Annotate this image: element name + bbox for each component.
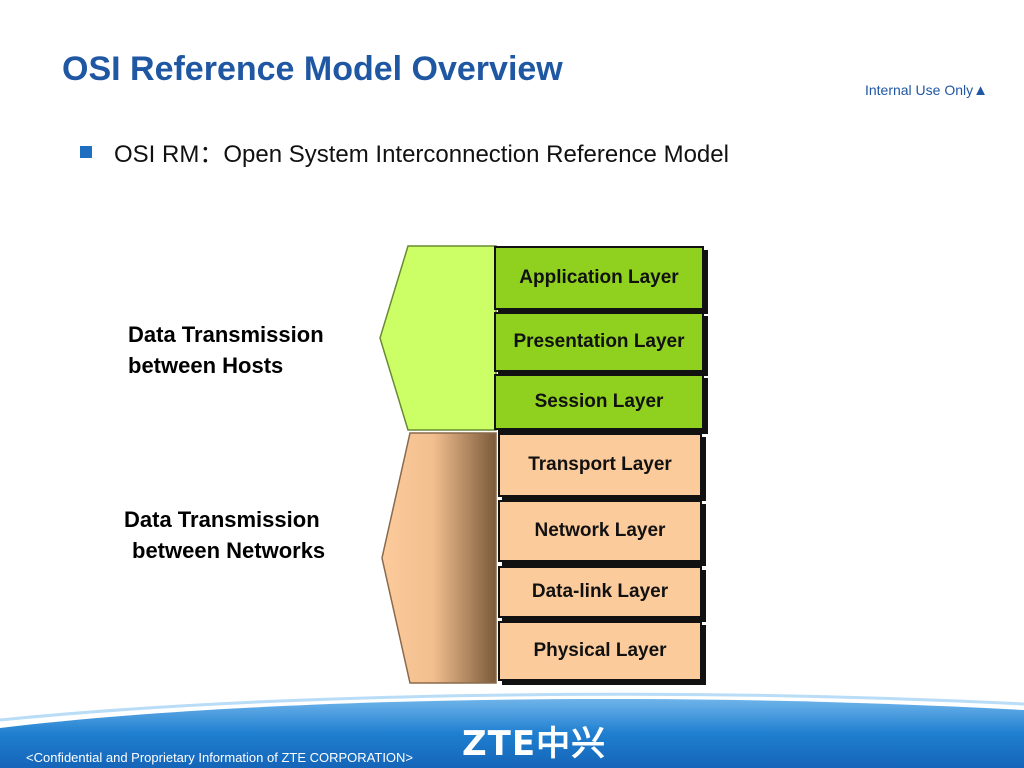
hosts-label-line2: between Hosts	[128, 353, 284, 378]
hosts-bracket	[379, 245, 497, 431]
layer-transport-label: Transport Layer	[528, 454, 672, 475]
layer-presentation-label: Presentation Layer	[513, 331, 685, 352]
layer-physical: Physical Layer	[498, 621, 702, 681]
layer-presentation: Presentation Layer	[494, 312, 704, 372]
networks-bracket	[381, 432, 497, 684]
square-bullet-icon	[80, 145, 92, 158]
zte-logo: ZTE中兴	[462, 724, 607, 764]
layer-application-label: Application Layer	[519, 267, 679, 288]
hosts-group-label: Data Transmission between Hosts	[128, 319, 324, 381]
networks-label-line1: Data Transmission	[124, 507, 320, 532]
layer-transport: Transport Layer	[498, 433, 702, 497]
footer-confidential: <Confidential and Proprietary Informatio…	[26, 750, 414, 765]
footer-band	[0, 692, 1024, 768]
internal-use-text: Internal Use Only	[864, 82, 974, 98]
layer-network: Network Layer	[498, 500, 702, 562]
bullet-item: OSI RM：Open System Interconnection Refer…	[80, 134, 729, 169]
layer-application: Application Layer	[494, 246, 704, 310]
layer-physical-label: Physical Layer	[533, 640, 667, 661]
hosts-label-line1: Data Transmission	[128, 322, 324, 347]
layer-data-link: Data-link Layer	[498, 566, 702, 618]
networks-group-label: Data Transmission between Networks	[124, 504, 325, 566]
layer-data-link-label: Data-link Layer	[531, 581, 669, 602]
layer-network-label: Network Layer	[534, 520, 666, 541]
slide-title: OSI Reference Model Overview	[62, 50, 563, 88]
networks-label-line2: between Networks	[132, 538, 326, 563]
internal-use-label: Internal Use Only▲	[865, 82, 988, 99]
layer-session: Session Layer	[494, 374, 704, 430]
layer-session-label: Session Layer	[534, 391, 664, 412]
bullet-text: OSI RM：Open System Interconnection Refer…	[114, 141, 729, 168]
triangle-up-icon: ▲	[973, 82, 988, 99]
